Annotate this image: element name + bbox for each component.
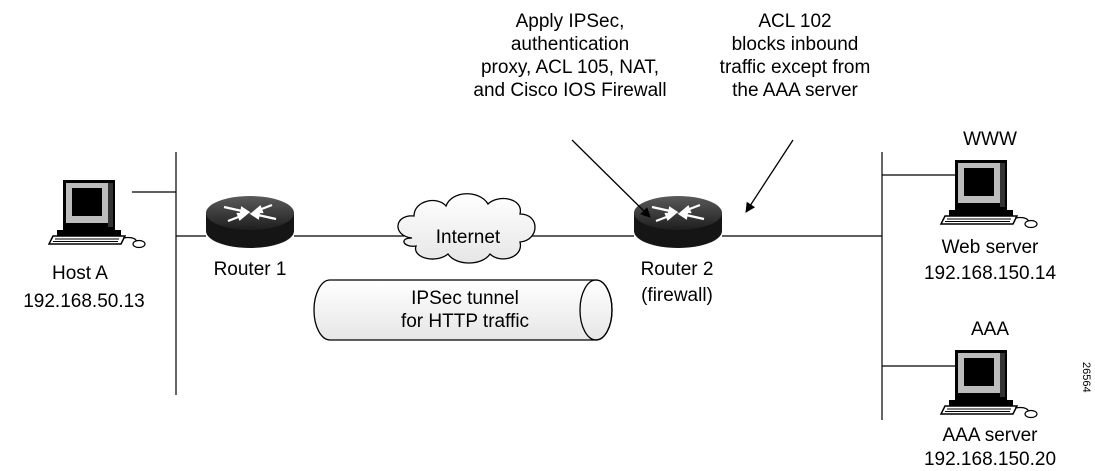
- host-a-ip: 192.168.50.13: [23, 291, 145, 312]
- host-a-computer-icon: [48, 179, 146, 249]
- internet-cloud-icon: [397, 193, 536, 264]
- aaa-server-ip: 192.168.150.20: [923, 449, 1057, 470]
- aaa-server-name: AAA server: [942, 425, 1038, 446]
- web-server-ip: 192.168.150.14: [923, 263, 1057, 284]
- router2-config-note: Apply IPSec, authentication proxy, ACL 1…: [473, 11, 667, 101]
- aaa-server-computer-icon: [940, 349, 1038, 419]
- router1-icon: [204, 194, 296, 250]
- web-server-tag: WWW: [963, 129, 1017, 150]
- internet-label: Internet: [435, 227, 501, 248]
- router2-label: Router 2: [640, 259, 714, 280]
- config-arrow: [571, 139, 651, 218]
- router1-label: Router 1: [213, 259, 287, 280]
- host-a-name: Host A: [52, 263, 108, 284]
- acl102-arrow: [745, 139, 794, 213]
- figure-id: 26564: [1080, 362, 1092, 393]
- ipsec-tunnel-icon: [313, 279, 613, 341]
- web-server-computer-icon: [940, 159, 1038, 229]
- router2-role: (firewall): [641, 285, 713, 306]
- ipsec-tunnel-label: IPSec tunnel for HTTP traffic: [400, 288, 530, 332]
- acl102-note: ACL 102 blocks inbound traffic except fr…: [719, 11, 871, 101]
- router2-icon: [632, 194, 724, 250]
- aaa-server-tag: AAA: [970, 319, 1010, 340]
- web-server-name: Web server: [941, 237, 1039, 258]
